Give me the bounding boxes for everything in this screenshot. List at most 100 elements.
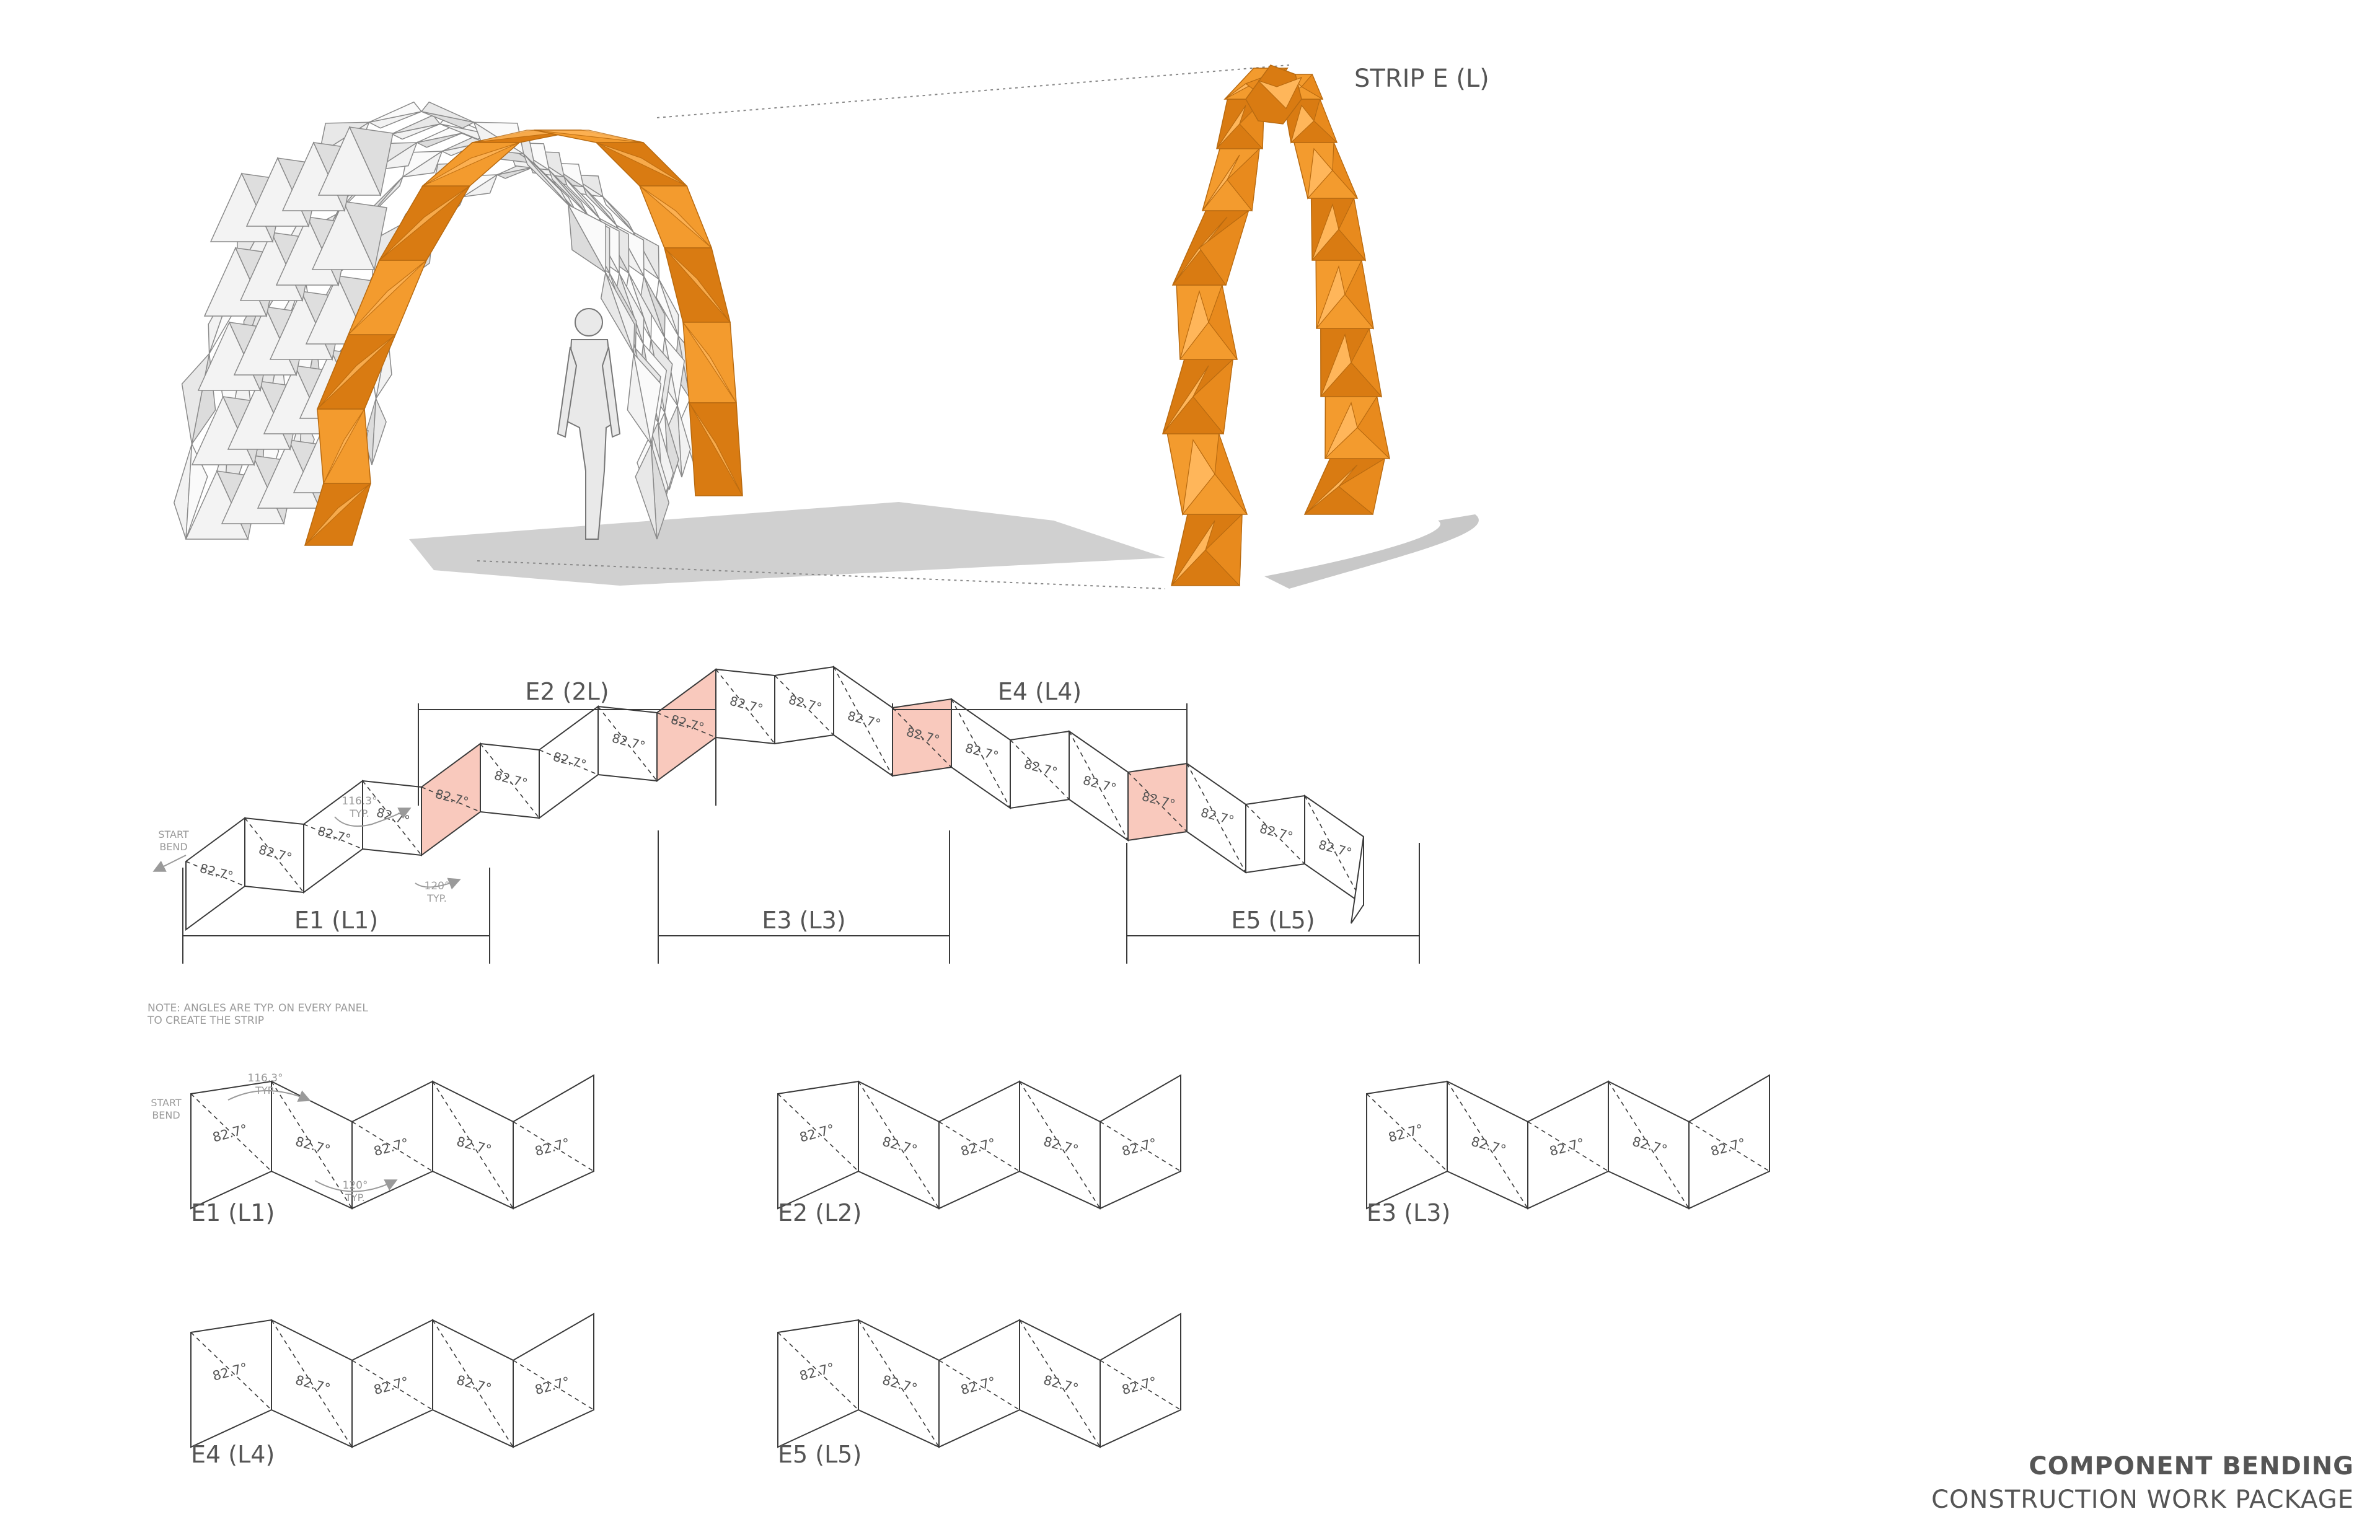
- iso-strip-facet: [1338, 457, 1385, 516]
- start-bend-label: BEND: [159, 841, 187, 853]
- strip-fold-diagonal: [774, 675, 834, 736]
- iso-strip-facet: [1316, 265, 1346, 329]
- arch-facet: [420, 101, 474, 123]
- highlighted-strip-in-pavilion: [304, 130, 743, 546]
- iso-strip-facet: [1199, 209, 1250, 286]
- component-label: E3 (L3): [1367, 1199, 1450, 1226]
- strip-fold-diagonal: [303, 824, 363, 850]
- arch-facet: [600, 270, 635, 354]
- iso-strip-crown: [1258, 76, 1303, 110]
- iso-strip-facet: [1332, 142, 1358, 199]
- component-fold-diagonal: [1019, 1081, 1101, 1209]
- component-fold-diagonal: [1447, 1081, 1528, 1209]
- component-cell: [777, 1319, 859, 1448]
- dimension-label: E3 (L3): [762, 907, 845, 934]
- iso-strip-facet: [1216, 105, 1246, 149]
- component-4: 82.7°82.7°82.7°82.7°82.7°E4 (L4): [190, 1313, 594, 1468]
- iso-strip-facet: [1338, 197, 1366, 262]
- iso-strip-facet: [1205, 513, 1243, 587]
- component-label: E5 (L5): [778, 1441, 862, 1468]
- angle-note-arc: [227, 1090, 311, 1102]
- dimension-label: E2 (2L): [525, 678, 609, 705]
- iso-strip-facet: [1351, 327, 1382, 398]
- dimension-label: E4 (L4): [998, 678, 1082, 705]
- component-cell: [777, 1080, 859, 1210]
- iso-strip-facet: [1192, 358, 1234, 435]
- component-label: E1 (L1): [191, 1199, 275, 1226]
- strip-facet: [596, 142, 687, 187]
- arch-facet: [391, 115, 441, 134]
- arch-facet: [567, 203, 606, 273]
- arch-facet: [181, 352, 210, 444]
- component-5: 82.7°82.7°82.7°82.7°82.7°E5 (L5): [777, 1313, 1181, 1468]
- iso-strip-facet: [1313, 98, 1338, 143]
- typ-note: TYP.: [349, 807, 369, 819]
- iso-strip-facet: [1171, 520, 1215, 586]
- strip-facet: [534, 130, 644, 143]
- arch-facet: [640, 276, 665, 338]
- isolated-strip-e: [1162, 64, 1390, 587]
- unfolded-strip-e: 82.7°82.7°82.7°82.7°82.7°82.7°82.7°82.7°…: [152, 666, 1420, 964]
- dimension-label: E1 (L1): [294, 907, 378, 934]
- note-line-1: NOTE: ANGLES ARE TYP. ON EVERY PANEL: [148, 1002, 368, 1014]
- iso-strip-facet: [1290, 104, 1315, 144]
- component-fold-diagonal: [858, 1319, 940, 1448]
- projection-line-top: [656, 64, 1290, 118]
- start-bend-label: START: [151, 1097, 182, 1109]
- pavilion-perspective-view: STRIP E (L): [173, 64, 1489, 589]
- strip-fold-diagonal: [1010, 739, 1070, 800]
- iso-strip-facet: [1301, 73, 1324, 100]
- iso-strip-facet: [1182, 439, 1215, 516]
- iso-strip-facet: [1214, 433, 1248, 515]
- iso-strip-facet: [1304, 464, 1358, 515]
- iso-strip-facet: [1324, 402, 1358, 459]
- component-fold-diagonal: [1366, 1093, 1448, 1172]
- component-label: E2 (L2): [778, 1199, 862, 1226]
- arch-facet: [633, 352, 662, 444]
- component-fold-diagonal: [271, 1319, 353, 1448]
- strip-facet: [664, 247, 731, 323]
- component-fold-diagonal: [190, 1093, 272, 1172]
- arch-facet: [348, 126, 394, 197]
- angle-note-arc: [415, 878, 461, 890]
- strip-fold-diagonal: [892, 707, 952, 768]
- component-fold-diagonal: [777, 1332, 859, 1410]
- strip-fold-diagonal: [1127, 772, 1188, 832]
- note-line-2: TO CREATE THE STRIP: [147, 1014, 264, 1027]
- strip-shadow: [1264, 514, 1479, 589]
- arch-facet: [563, 176, 600, 219]
- component-fold-diagonal: [432, 1319, 514, 1448]
- iso-strip-facet: [1172, 216, 1228, 286]
- strip-facet: [348, 260, 427, 335]
- arch-facet: [371, 398, 387, 465]
- start-bend-label: BEND: [152, 1109, 180, 1121]
- component-fold-diagonal: [432, 1081, 514, 1209]
- component-fold-diagonal: [190, 1332, 272, 1410]
- sheet-title: COMPONENT BENDING: [2029, 1452, 2354, 1481]
- component-label: E4 (L4): [191, 1441, 275, 1468]
- start-bend-arrow: [152, 855, 187, 872]
- iso-strip-facet: [1307, 147, 1333, 200]
- typ-note: TYP.: [426, 892, 447, 904]
- iso-strip-facet: [1320, 333, 1352, 397]
- component-cell: [1366, 1080, 1448, 1210]
- component-cell: [190, 1080, 272, 1210]
- component-1: 82.7°82.7°82.7°82.7°82.7°E1 (L1)STARTBEN…: [151, 1072, 594, 1226]
- start-bend-label: START: [158, 829, 189, 840]
- strip-fold-diagonal: [539, 749, 599, 775]
- component-3: 82.7°82.7°82.7°82.7°82.7°E3 (L3): [1366, 1074, 1770, 1226]
- arch-facet: [635, 442, 658, 540]
- angle-note-120: 120°: [343, 1179, 368, 1192]
- strip-end-tab: [1351, 836, 1364, 924]
- angle-note-116: 116.3°: [247, 1072, 283, 1085]
- angle-note-116: 116.3°: [342, 795, 377, 807]
- arch-facet: [549, 169, 588, 215]
- arch-facet: [523, 153, 569, 206]
- strip-facet: [639, 185, 712, 249]
- strip-e-label: STRIP E (L): [1354, 64, 1489, 93]
- component-fold-diagonal: [858, 1081, 940, 1209]
- iso-strip-facet: [1344, 259, 1374, 330]
- iso-strip-facet: [1227, 147, 1260, 212]
- angle-note-arc: [334, 807, 412, 827]
